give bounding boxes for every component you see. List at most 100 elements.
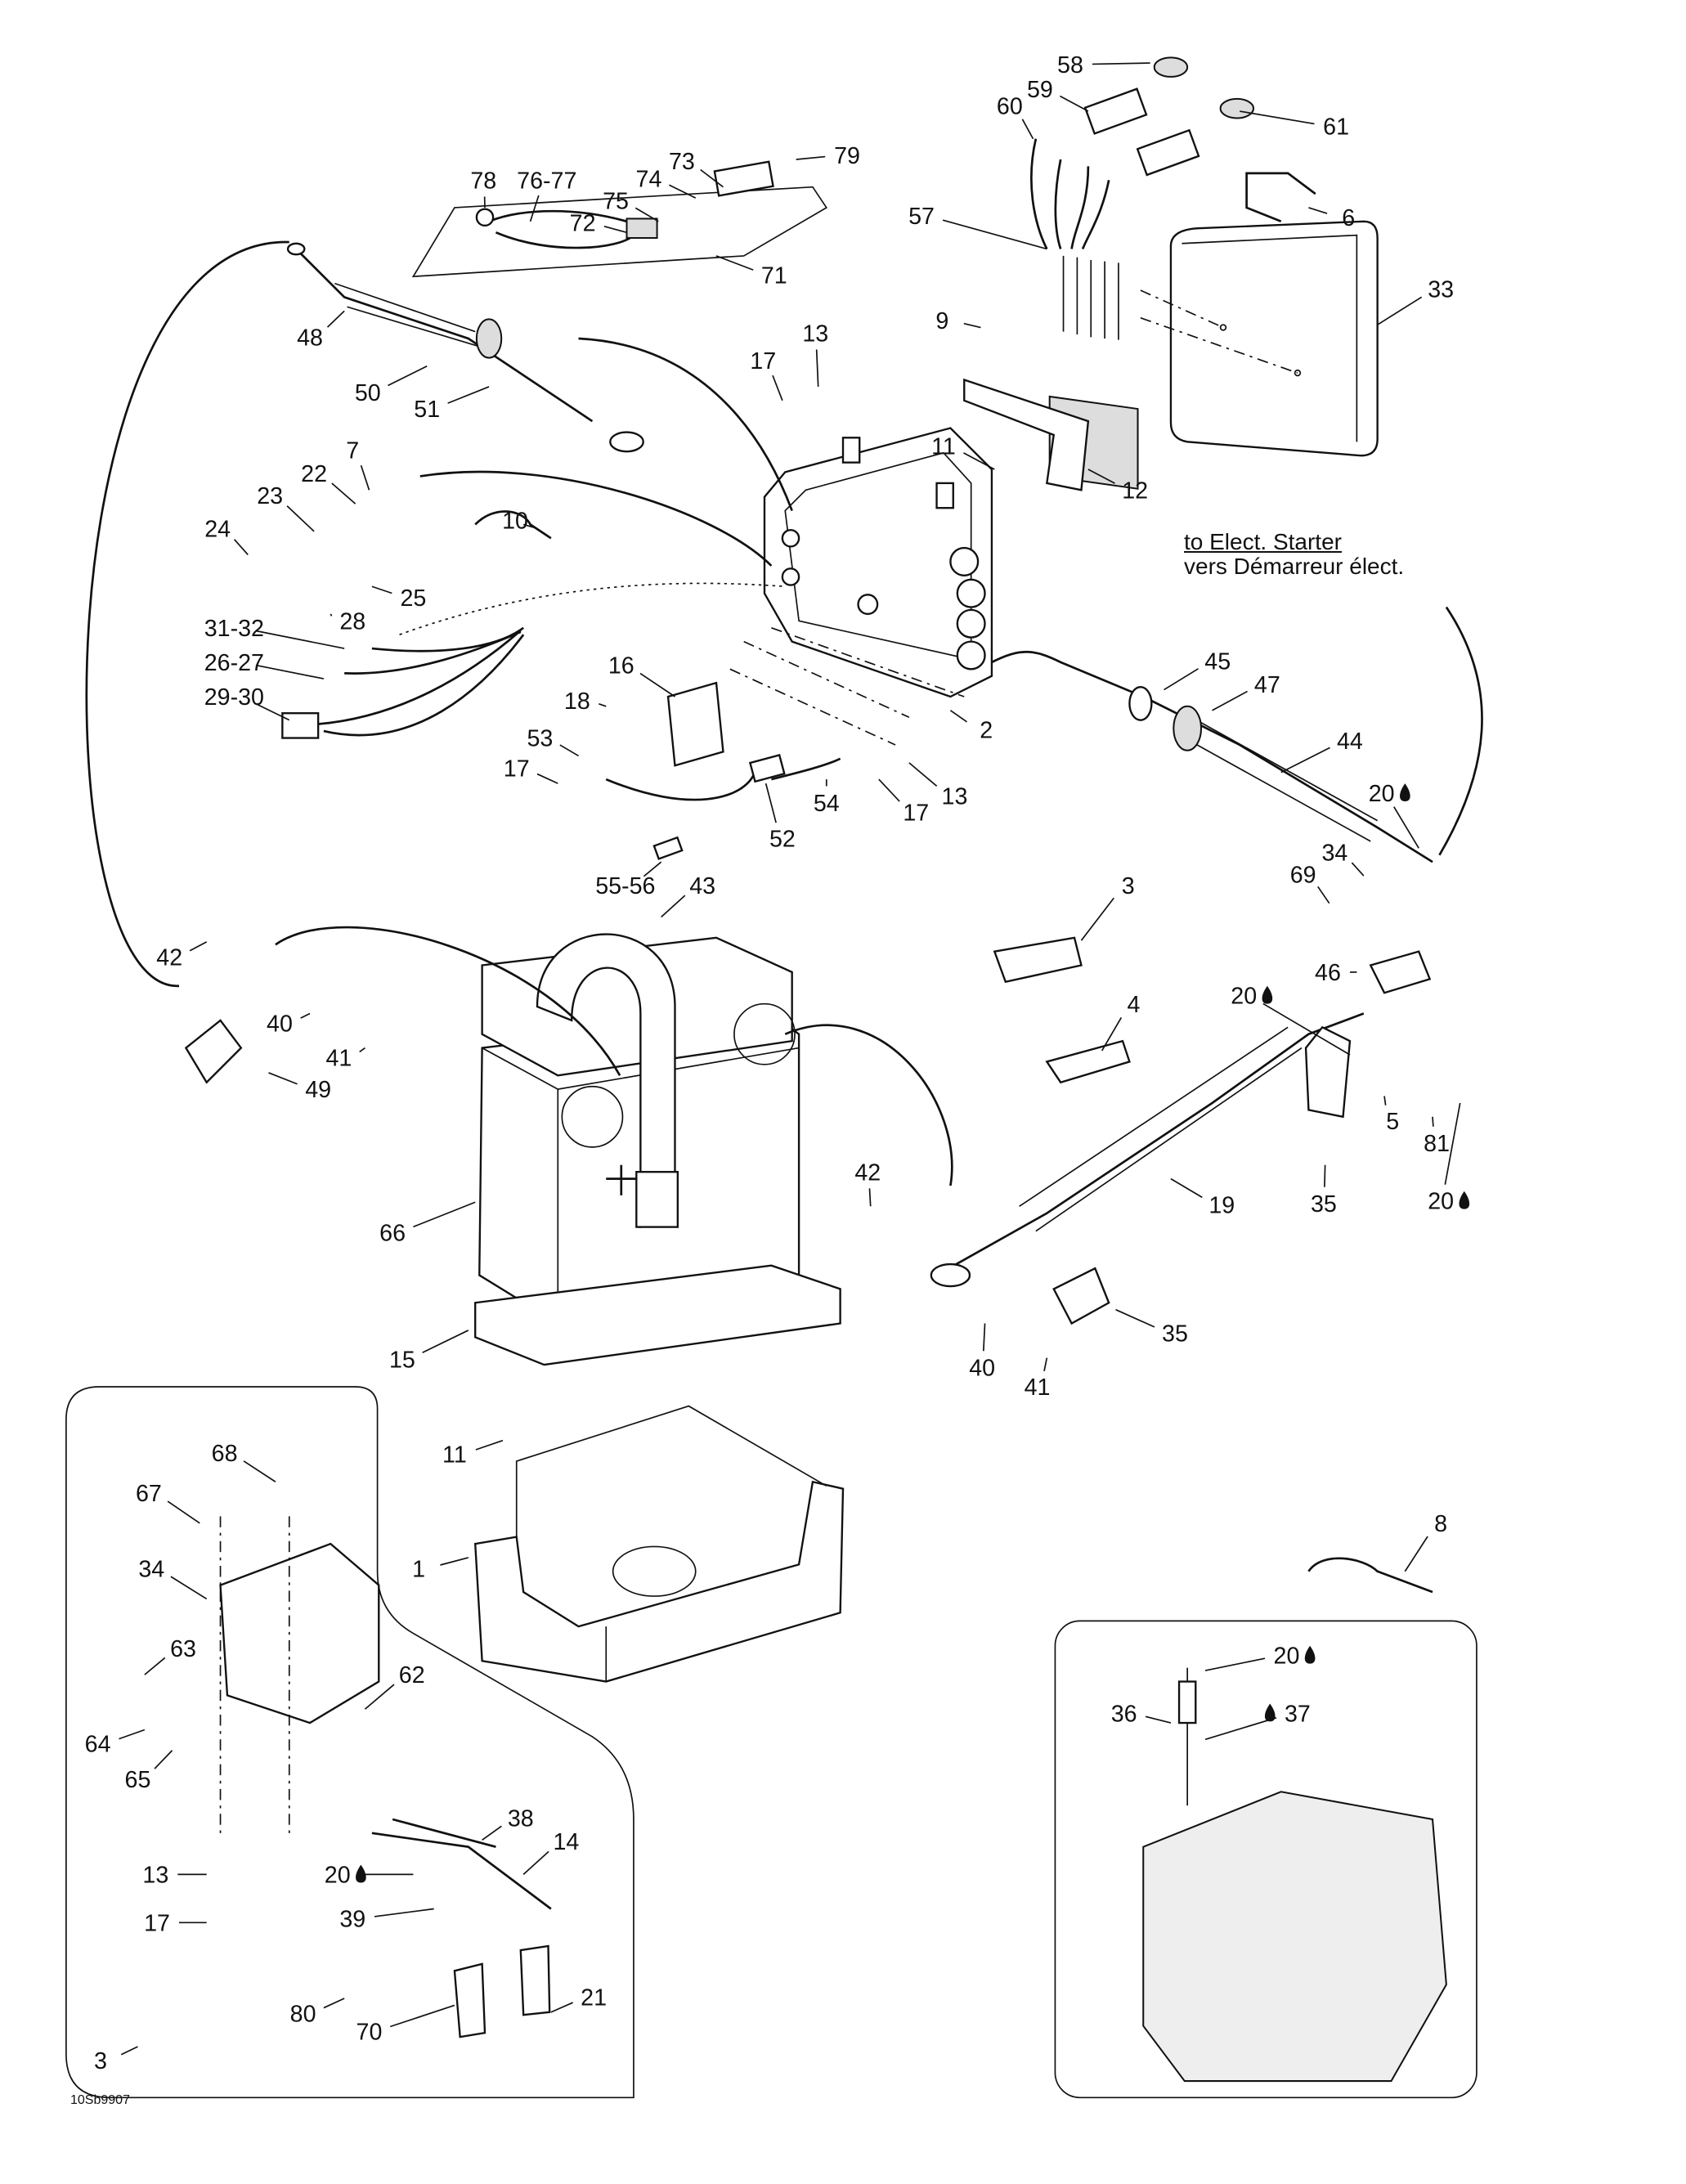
leader-line (522, 523, 536, 529)
leader-line (1164, 668, 1199, 691)
leader-line (300, 1012, 311, 1019)
callout-label: 58 (1057, 52, 1083, 78)
callout-label: 65 (125, 1767, 151, 1793)
leader-line (1021, 119, 1034, 140)
callout-label: 12 (1122, 478, 1148, 504)
leader-line (634, 207, 659, 222)
callout-label: 36 (1111, 1701, 1137, 1727)
callout-label: 6 (1342, 205, 1355, 231)
callout-label: 40 (267, 1011, 293, 1037)
callout-label: 33 (1428, 276, 1454, 303)
callout-label: 72 (570, 211, 596, 237)
boot-49 (184, 1019, 243, 1084)
leader-line (189, 941, 208, 952)
leader-line (536, 773, 558, 784)
pad-15 (474, 1264, 841, 1366)
leader-line (413, 1201, 476, 1228)
callout-label: 17 (903, 801, 929, 827)
callout-label: 37 (1285, 1701, 1311, 1727)
leader-line (1280, 747, 1330, 774)
leader-line (603, 225, 627, 234)
leader-line (1115, 1308, 1155, 1328)
callout-label: 34 (1321, 840, 1347, 866)
oil-drop-icon (1262, 985, 1273, 1004)
callout-label: 76-77 (517, 168, 576, 194)
leader-line (1212, 690, 1248, 711)
leader-line (359, 1047, 365, 1053)
leader-line (1308, 207, 1328, 214)
leader-line (120, 2046, 138, 2056)
leader-line (1444, 1102, 1461, 1185)
callout-label: 70 (356, 2020, 383, 2046)
callout-label: 18 (564, 688, 590, 715)
callout-label: 21 (581, 1984, 607, 2011)
leader-line (360, 464, 370, 491)
leader-line (908, 762, 938, 787)
leader-line (233, 539, 249, 556)
callout-label: 52 (769, 827, 796, 853)
leader-line (475, 1439, 504, 1451)
leader-line (1393, 806, 1419, 849)
leader-line (1377, 296, 1423, 325)
leader-line (243, 1460, 276, 1482)
clip-4 (1045, 1039, 1131, 1084)
leader-line (599, 703, 607, 707)
callout-label: 26-27 (204, 650, 264, 676)
tie-wrap-10 (474, 510, 552, 540)
callout-label: 17 (750, 348, 776, 374)
leader-line (1351, 862, 1365, 877)
leader-line (1145, 1715, 1172, 1724)
engine-block (1142, 1791, 1447, 2083)
callout-label: 34 (138, 1556, 164, 1582)
callout-label: 9 (935, 308, 948, 334)
starter-note: to Elect. Starter vers Démarreur élect. (1184, 530, 1404, 579)
leader-line (364, 1684, 395, 1710)
callout-label: 74 (636, 167, 662, 193)
callout-label: 49 (305, 1077, 331, 1103)
ignition-inset-panel (65, 1386, 634, 2099)
callout-label: 31-32 (204, 616, 264, 642)
callout-label: 79 (834, 143, 860, 169)
callout-label: 50 (355, 380, 381, 406)
callout-label: 22 (301, 461, 327, 487)
callout-label: 4 (1127, 992, 1140, 1018)
callout-label: 17 (144, 1910, 170, 1936)
callout-label: 40 (969, 1356, 995, 1382)
callout-label: 63 (170, 1636, 196, 1662)
callout-label: 39 (339, 1906, 365, 1932)
leader-line (1087, 469, 1115, 484)
leader-line (639, 672, 675, 697)
callout-label: 28 (339, 608, 365, 635)
callout-label: 13 (942, 783, 968, 809)
callout-label: 20 (1231, 984, 1257, 1010)
leader-line (1383, 1096, 1387, 1105)
leader-line (661, 895, 686, 918)
callout-label: 35 (1311, 1191, 1337, 1218)
callout-label: 20 (1274, 1644, 1300, 1670)
callout-label: 46 (1315, 960, 1341, 986)
leader-line (422, 1330, 469, 1353)
callout-label: 43 (689, 873, 715, 899)
callout-label: 44 (1337, 729, 1363, 755)
tie-wrap-8 (1307, 1557, 1433, 1594)
callout-label: 15 (389, 1347, 415, 1373)
leader-line (963, 322, 981, 329)
leader-line (878, 778, 900, 802)
clip-6 (1245, 172, 1316, 223)
oil-drop-icon (1459, 1191, 1470, 1209)
callout-label: 78 (470, 168, 496, 194)
callout-label: 64 (85, 1731, 111, 1757)
callout-label: 13 (802, 321, 828, 347)
oil-drop-icon (1304, 1645, 1316, 1664)
leader-line (482, 1825, 502, 1841)
callout-label: 42 (854, 1159, 881, 1186)
callout-label: 20 (1369, 781, 1395, 807)
callout-label: 35 (1162, 1321, 1188, 1347)
callout-label: 71 (761, 263, 787, 289)
callout-label: 19 (1208, 1193, 1235, 1219)
callout-label: 66 (379, 1220, 406, 1246)
leader-line (255, 630, 345, 649)
callout-label: 81 (1424, 1131, 1450, 1157)
